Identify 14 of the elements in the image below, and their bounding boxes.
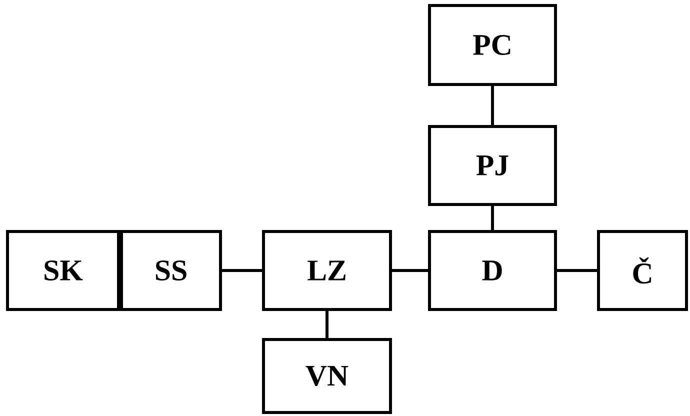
connector-line bbox=[392, 269, 428, 272]
connector-line bbox=[326, 311, 328, 338]
connector-line bbox=[557, 269, 597, 272]
box: LZ bbox=[262, 230, 392, 311]
connector-line bbox=[222, 269, 262, 272]
box: SK bbox=[6, 230, 120, 311]
box: SS bbox=[120, 230, 222, 311]
box: PJ bbox=[428, 125, 557, 206]
connector-line bbox=[491, 86, 494, 125]
box: Č bbox=[597, 230, 688, 311]
box: PC bbox=[428, 4, 557, 86]
connector-line bbox=[491, 206, 494, 230]
box: D bbox=[428, 230, 557, 311]
box: VN bbox=[262, 338, 392, 414]
